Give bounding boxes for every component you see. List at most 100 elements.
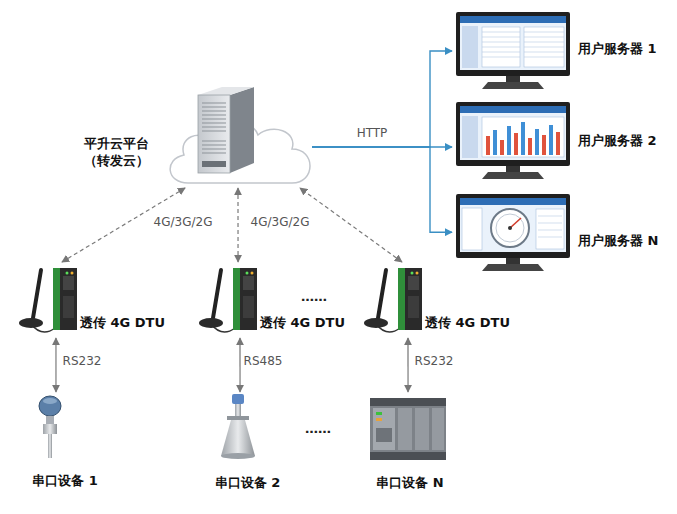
radar-level-meter-part [232, 394, 244, 404]
plc-device-part [376, 418, 382, 421]
dtu-device-part [53, 268, 60, 330]
monitor-table-part [482, 32, 564, 57]
monitor-gauge-part [510, 218, 521, 228]
cloud-server-part [230, 87, 254, 173]
node-label: 串口设备 N [365, 474, 455, 491]
monitor-table-part-part [524, 47, 564, 48]
dtu-device [199, 268, 257, 332]
cloud-server-part-part [202, 131, 226, 132]
serial-device: 串口设备 N [365, 392, 455, 492]
cloud-server-part [198, 87, 254, 95]
node-label: 用户服务器 2 [578, 132, 657, 149]
monitor-gauge-part-part [538, 237, 562, 238]
monitor-table-part [482, 27, 564, 67]
monitor-gauge-part [538, 216, 562, 237]
plc-device-part [415, 408, 429, 450]
monitor-chart-part [456, 102, 570, 166]
monitor-chart-part [460, 106, 566, 160]
dtu-device [19, 268, 77, 332]
monitor-table-part-part [524, 32, 564, 33]
edge-label: 4G/3G/2G [154, 215, 213, 229]
cloud-server-part-part [202, 127, 226, 128]
monitor-table-part-part [482, 52, 520, 53]
pressure-transmitter-part [46, 416, 54, 424]
pressure-transmitter-part [43, 398, 57, 404]
monitor-chart-part-part [521, 122, 525, 155]
pressure-transmitter-part [48, 434, 52, 458]
node-label: 串口设备 2 [205, 474, 290, 491]
dtu-device-part [19, 318, 43, 328]
monitor-chart-part [506, 166, 520, 172]
http-connector [312, 147, 452, 232]
ellipsis-label: …… [305, 421, 331, 436]
cloud-server-part-part [202, 107, 226, 108]
monitor-table-part-part [482, 47, 520, 48]
monitor-chart-part-part [507, 126, 511, 155]
cloud-server-part-part [202, 141, 226, 142]
monitor-chart-part-part [528, 138, 532, 155]
plc-device [370, 398, 446, 460]
cloud-server-part-part [202, 145, 226, 146]
monitor-table-part-part [482, 42, 520, 43]
monitor-chart-part [482, 117, 564, 157]
monitor-gauge-part [460, 198, 566, 252]
serial-device: 串口设备 2 [205, 392, 290, 492]
dtu-device-part [53, 268, 77, 330]
dtu-device-part [411, 272, 414, 275]
plc-device-part [370, 452, 446, 460]
monitor-chart-part-part [486, 136, 490, 155]
monitor-gauge-part [536, 209, 564, 249]
radar-level-meter [221, 394, 255, 459]
monitor-gauge-part-part [538, 223, 562, 224]
cloud-platform: 平升云平台 （转发云） [80, 85, 312, 188]
monitor-table-part-part [524, 27, 564, 67]
wireless-link [237, 188, 238, 262]
monitor-chart-part-part [500, 140, 504, 155]
monitor-chart-part [462, 116, 478, 158]
node-label: 用户服务器 N [578, 232, 658, 249]
plc-device-part [398, 408, 412, 450]
dtu-device-part [66, 272, 69, 275]
cloud-server-part-part [202, 115, 226, 116]
monitor-chart-part [460, 106, 566, 113]
dtu-device-part [408, 296, 419, 318]
monitor-table [456, 12, 570, 89]
dtu-device-part [243, 276, 254, 290]
radar-level-meter-part [221, 453, 255, 459]
monitor-gauge-part [506, 258, 520, 264]
dtu-device [364, 268, 422, 332]
dtu-unit: 透传 4G DTU [15, 262, 165, 338]
node-label: 透传 4G DTU [80, 314, 165, 331]
monitor-gauge-part [462, 208, 482, 250]
dtu-device-part [416, 272, 419, 275]
edge-label: 4G/3G/2G [251, 215, 310, 229]
radar-level-meter-part [221, 420, 255, 456]
pressure-transmitter [39, 396, 61, 458]
dtu-device-part [398, 268, 422, 330]
cloud-server-part-part [202, 111, 226, 112]
monitor-gauge-part [456, 194, 570, 258]
monitor-chart-part-part [549, 125, 553, 155]
monitor-table-part-part [524, 52, 564, 53]
node-label: 平升云平台 （转发云） [80, 135, 152, 169]
monitor-chart-part-part [542, 135, 546, 155]
cloud-server-part [198, 95, 230, 173]
monitor-chart-part-part [556, 132, 560, 155]
cloud-server [170, 87, 310, 183]
monitor-table-part-part [482, 32, 520, 33]
monitor-chart-part-part [514, 133, 518, 155]
edge-label: RS485 [244, 354, 283, 368]
monitor-gauge-part [482, 264, 544, 271]
plc-device-part [370, 398, 446, 460]
monitor-chart-part-part [535, 129, 539, 155]
plc-device-part [376, 428, 392, 442]
monitor-chart-part [486, 122, 560, 155]
node-label: 串口设备 1 [25, 472, 105, 489]
monitor-gauge-part [460, 198, 566, 205]
monitor-table-part-part [524, 42, 564, 43]
wireless-link [300, 188, 402, 262]
serial-link [239, 338, 240, 392]
radar-level-meter-part [235, 404, 241, 416]
monitor-gauge-part [508, 226, 512, 230]
